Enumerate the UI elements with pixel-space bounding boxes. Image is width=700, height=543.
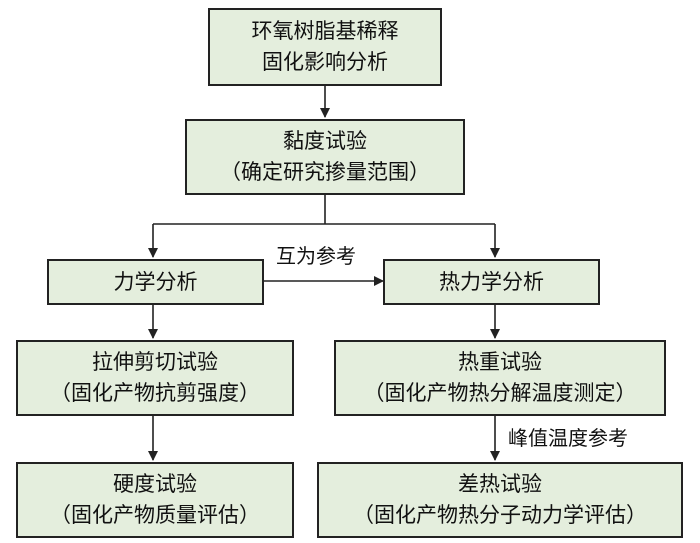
node-hardness: 硬度试验 （固化产物质量评估） (16, 462, 294, 538)
node-thermogravimetric-line1: 热重试验 (458, 350, 542, 374)
node-hardness-line2: （固化产物质量评估） (50, 503, 260, 527)
node-hardness-line1: 硬度试验 (113, 472, 197, 496)
node-mechanics: 力学分析 (47, 259, 264, 305)
node-thermo-line1: 热力学分析 (439, 269, 544, 294)
node-root-line2: 固化影响分析 (262, 50, 388, 74)
node-dsc-line1: 差热试验 (458, 472, 542, 496)
node-viscosity-line2: （确定研究掺量范围） (220, 160, 430, 184)
node-viscosity-line1: 黏度试验 (283, 129, 367, 153)
node-root-line1: 环氧树脂基稀释 (251, 19, 399, 43)
node-root: 环氧树脂基稀释 固化影响分析 (208, 8, 442, 86)
node-thermogravimetric: 热重试验 （固化产物热分解温度测定） (334, 340, 666, 416)
node-dsc-line2: （固化产物热分子动力学评估） (353, 503, 647, 527)
node-tensile-shear: 拉伸剪切试验 （固化产物抗剪强度） (16, 340, 294, 416)
node-mechanics-line1: 力学分析 (113, 269, 198, 294)
edge-label-peak-temperature-reference: 峰值温度参考 (508, 426, 628, 450)
node-tensile-shear-line2: （固化产物抗剪强度） (50, 381, 260, 405)
node-viscosity: 黏度试验 （确定研究掺量范围） (185, 119, 465, 195)
edge-label-mutual-reference: 互为参考 (276, 244, 356, 268)
node-thermo: 热力学分析 (383, 259, 600, 305)
node-dsc: 差热试验 （固化产物热分子动力学评估） (317, 462, 683, 538)
node-tensile-shear-line1: 拉伸剪切试验 (92, 350, 218, 374)
node-thermogravimetric-line2: （固化产物热分解温度测定） (363, 381, 637, 405)
